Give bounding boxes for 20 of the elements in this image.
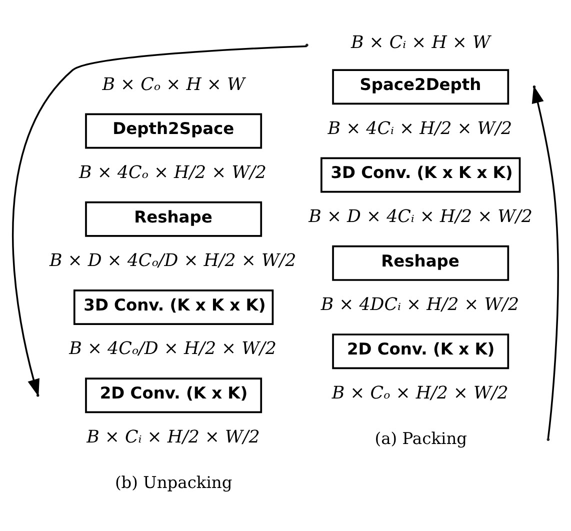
node-box: Reshape: [332, 245, 510, 281]
node-box: Space2Depth: [332, 69, 510, 105]
label: B × 4Cᵢ × H/2 × W/2: [328, 118, 512, 139]
node-box: Reshape: [85, 201, 262, 237]
node-box: 3D Conv. (K x K x K): [73, 290, 274, 325]
node-box: 3D Conv. (K x K x K): [320, 157, 521, 193]
node-box: 2D Conv. (K x K): [332, 334, 510, 370]
label: B × 4Cₒ/D × H/2 × W/2: [69, 339, 276, 360]
label: B × D × 4Cᵢ × H/2 × W/2: [308, 207, 532, 228]
label: (b) Unpacking: [114, 472, 232, 492]
label: B × 4DCᵢ × H/2 × W/2: [320, 295, 520, 316]
label: B × Cₒ × H/2 × W/2: [332, 383, 508, 404]
label: B × Cᵢ × H × W: [351, 33, 490, 54]
node-box: 2D Conv. (K x K): [85, 378, 262, 414]
label: B × Cₒ × H × W: [102, 74, 245, 95]
node-box: Depth2Space: [85, 113, 262, 149]
label: B × D × 4Cₒ/D × H/2 × W/2: [49, 251, 296, 272]
label: B × 4Cₒ × H/2 × W/2: [79, 162, 266, 183]
label: (a) Packing: [374, 428, 468, 448]
label: B × Cᵢ × H/2 × W/2: [86, 427, 260, 448]
